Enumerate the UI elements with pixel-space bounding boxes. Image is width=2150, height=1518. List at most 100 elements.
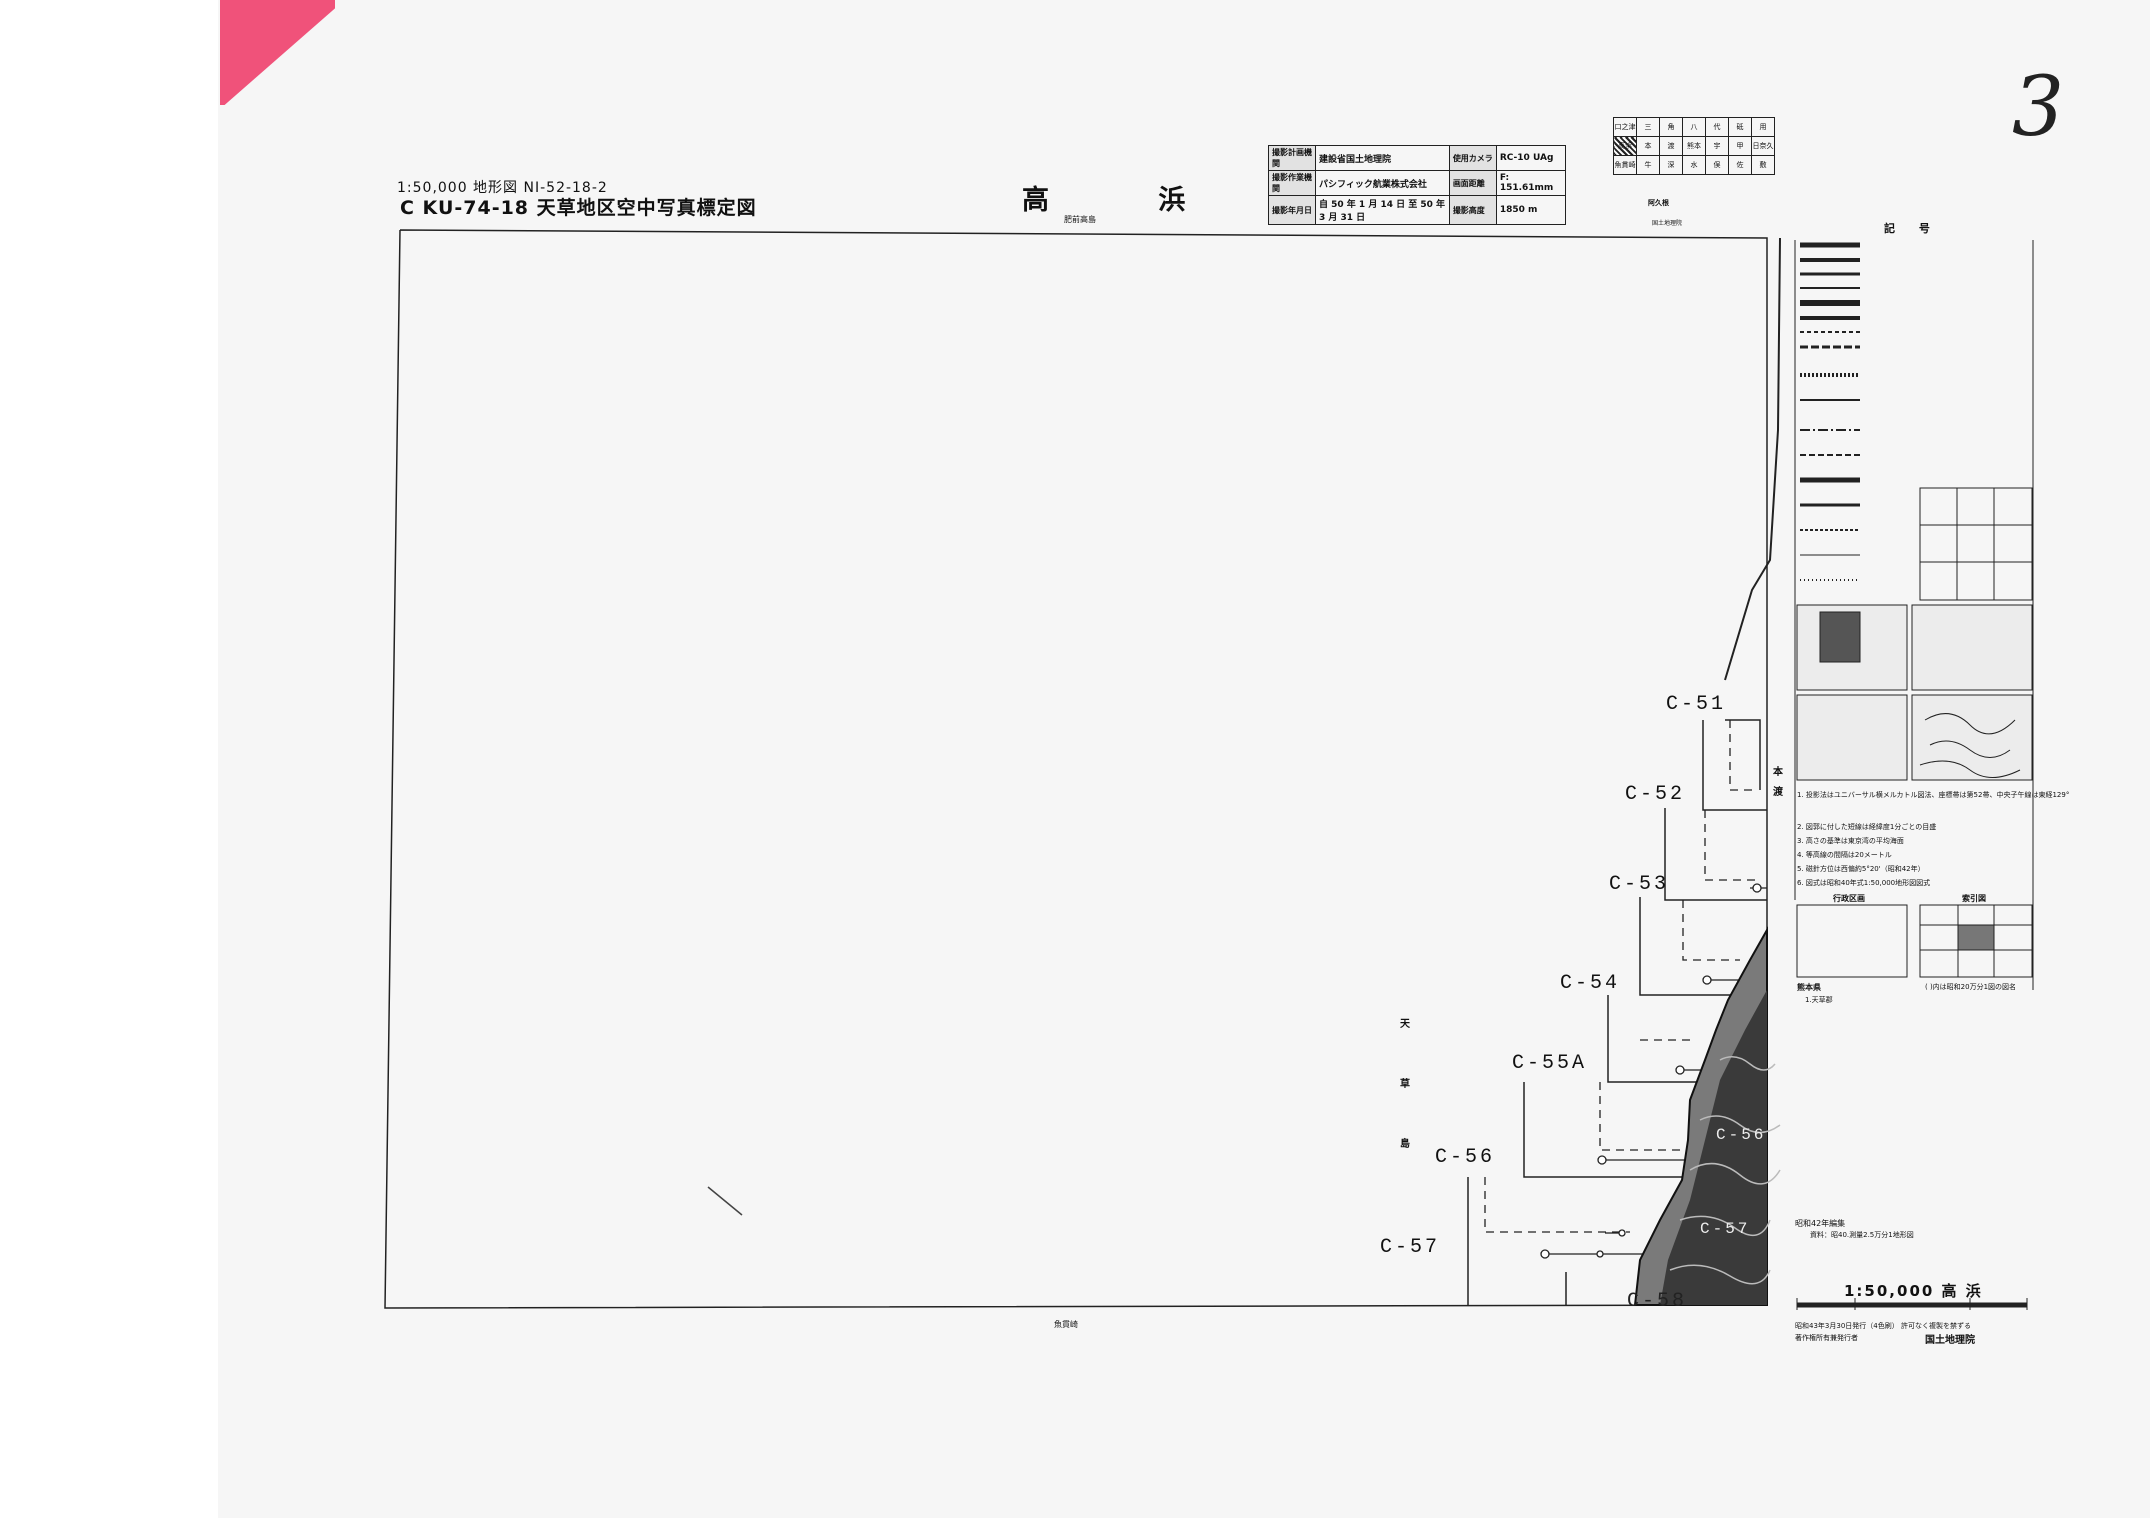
publisher-name: 国土地理院 (1925, 1335, 1975, 1346)
dashed-c51 (1729, 720, 1757, 791)
sheet-title: 高 浜 (1022, 185, 1236, 216)
sea-name-char: 本 (1773, 767, 1783, 778)
info-value: F: 151.61mm (1495, 170, 1567, 196)
photo-point (1540, 1249, 1550, 1259)
flight-label-c53: C-53 (1609, 873, 1670, 896)
publication-note: 昭和43年3月30日発行（4色刷） 許可なく複製を禁ずる (1795, 1322, 1971, 1330)
index-map-current (1957, 924, 1995, 951)
index-bottom-sheet: 阿久根 (1648, 199, 1669, 207)
flight-label-c54: C-54 (1560, 972, 1621, 995)
flight-label-c52: C-52 (1625, 783, 1686, 806)
photo-point (1702, 975, 1712, 985)
admin-map-box (1796, 904, 1908, 978)
flight-label-c57: C-57 (1380, 1236, 1441, 1259)
topographic-island (1633, 926, 1781, 1306)
legend-note: 1. 投影法はユニバーサル横メルカトル図法、座標帯は第52帯、中央子午線は東経1… (1797, 791, 2070, 799)
info-value: 自 50 年 1 月 14 日 至 50 年 3 月 31 日 (1315, 195, 1450, 225)
north-adjacent-sheet: 肥前高島 (1064, 215, 1096, 224)
legend-title: 記 号 (1884, 222, 1940, 235)
footer-scale-title: 1:50,000 高 浜 (1844, 1282, 1983, 1300)
legend-symbol-column (1800, 242, 1860, 581)
stray-pencil-mark (707, 1186, 743, 1216)
photo-info-table: 撮影計画機関 建設省国土地理院 使用カメラ RC-10 UAg 撮影作業機関 パ… (1268, 145, 1567, 225)
scale-bar-body (1796, 1302, 2028, 1308)
coverage-c51 (1725, 719, 1761, 790)
map-neatline (384, 229, 1768, 1309)
island-name-char: 天 (1400, 1019, 1410, 1030)
legend-note: 5. 磁針方位は西偏約5°20'（昭和42年） (1797, 865, 1925, 873)
dashed-c55a (1599, 1082, 1690, 1151)
photo-point (1597, 1155, 1607, 1165)
photo-point-label: C-56 (1716, 1126, 1767, 1144)
info-label: 使用カメラ (1448, 145, 1497, 171)
info-row: 撮影年月日 自 50 年 1 月 14 日 至 50 年 3 月 31 日 撮影… (1268, 195, 1567, 225)
dashed-c53 (1682, 900, 1740, 961)
flight-label-c51: C-51 (1666, 693, 1727, 716)
info-label: 撮影作業機関 (1268, 170, 1316, 196)
photo-point-label: C-57 (1700, 1220, 1751, 1238)
south-adjacent-sheet: 魚貫崎 (1054, 1320, 1078, 1329)
index-note: 国土地理院 (1652, 220, 1683, 227)
info-label: 撮影年月日 (1268, 195, 1316, 225)
flight-dashed-lines (1484, 720, 1760, 1233)
dashed-c56 (1484, 1177, 1630, 1233)
district-label: 1.天草郡 (1805, 996, 1833, 1004)
legend-sample-maps (1796, 604, 2033, 781)
handwritten-sheet-number: 3 (2012, 60, 2065, 155)
flight-label-c56: C-56 (1435, 1146, 1496, 1169)
index-map-heading: 索引図 (1962, 894, 1986, 903)
island-name-char: 島 (1400, 1139, 1410, 1150)
copyright-note: 著作権所有兼発行者 (1795, 1334, 1858, 1342)
dashed-c52 (1704, 810, 1760, 881)
index-cell: 深 (1659, 155, 1683, 175)
sample-map-terrain (1911, 694, 2033, 781)
index-row: 高浜 本 渡 熊本 宇 甲 日奈久 (1613, 136, 1775, 156)
sample-town-blocks (1819, 611, 1861, 663)
coastline-north (1724, 237, 1781, 681)
photo-point (1752, 883, 1762, 893)
coverage-c56 (1523, 1082, 1700, 1178)
coverage-c53 (1664, 808, 1767, 901)
info-value: パシフィック航業株式会社 (1315, 170, 1450, 196)
admin-map-heading: 行政区画 (1833, 894, 1865, 903)
adjacent-sheet-index: 口之津 三 角 八 代 砥 用 高浜 本 渡 熊本 宇 甲 日奈久 魚貫崎 牛 … (1613, 117, 1775, 175)
photo-point (1675, 1065, 1685, 1075)
legend-note: 3. 高さの基準は東京湾の平均海面 (1797, 837, 1904, 845)
info-value: 建設省国土地理院 (1315, 145, 1450, 171)
flight-coverage-boxes (1467, 719, 1767, 1305)
photo-point (1618, 1229, 1626, 1237)
info-label: 撮影高度 (1448, 195, 1497, 225)
index-cell: 敷 (1751, 155, 1775, 175)
source-note: 資料：昭40.測量2.5万分1地形図 (1810, 1231, 1914, 1239)
prefecture-label: 熊本県 (1797, 983, 1821, 992)
sample-map-roads (1911, 604, 2033, 691)
flight-label-c55a: C-55A (1512, 1052, 1588, 1075)
sample-map-coast (1796, 694, 1908, 781)
scale-bar (1796, 1298, 2028, 1310)
photo-point (1596, 1250, 1604, 1258)
landuse-box (1919, 487, 2033, 601)
reference-code-title: C KU-74-18 天草地区空中写真標定図 (400, 197, 757, 219)
legend-note: 6. 図式は昭和40年式1:50,000地形図図式 (1797, 879, 1931, 887)
sea-name-char: 渡 (1773, 787, 1783, 798)
scale-and-sheet-id: 1:50,000 地形図 NI-52-18-2 (397, 180, 608, 196)
info-row: 撮影作業機関 パシフィック航業株式会社 画面距離 F: 151.61mm (1268, 170, 1567, 196)
index-row: 魚貫崎 牛 深 水 俣 佐 敷 (1613, 155, 1775, 175)
coverage-c52 (1702, 720, 1767, 811)
index-map-note: ( )内は昭和20万分1図の図名 (1925, 983, 2017, 991)
index-row: 口之津 三 角 八 代 砥 用 (1613, 117, 1775, 137)
admin-map (1796, 904, 1908, 978)
legend-note: 4. 等高線の間隔は20メートル (1797, 851, 1892, 859)
sample-terrain-contours (1919, 713, 2021, 778)
legend-landuse-grid (1919, 487, 2033, 601)
contour-lines (1669, 1056, 1781, 1285)
island-name-char: 草 (1400, 1079, 1410, 1090)
island-dark-relief (1660, 990, 1767, 1305)
compiled-date: 昭和42年編集 (1795, 1219, 1846, 1228)
index-cell-current: 高浜 (1613, 136, 1637, 156)
info-value: 1850 m (1495, 195, 1567, 225)
index-cell: 牛 (1636, 155, 1660, 175)
index-map (1919, 904, 2033, 978)
flight-label-c58: C-58 (1627, 1290, 1688, 1313)
